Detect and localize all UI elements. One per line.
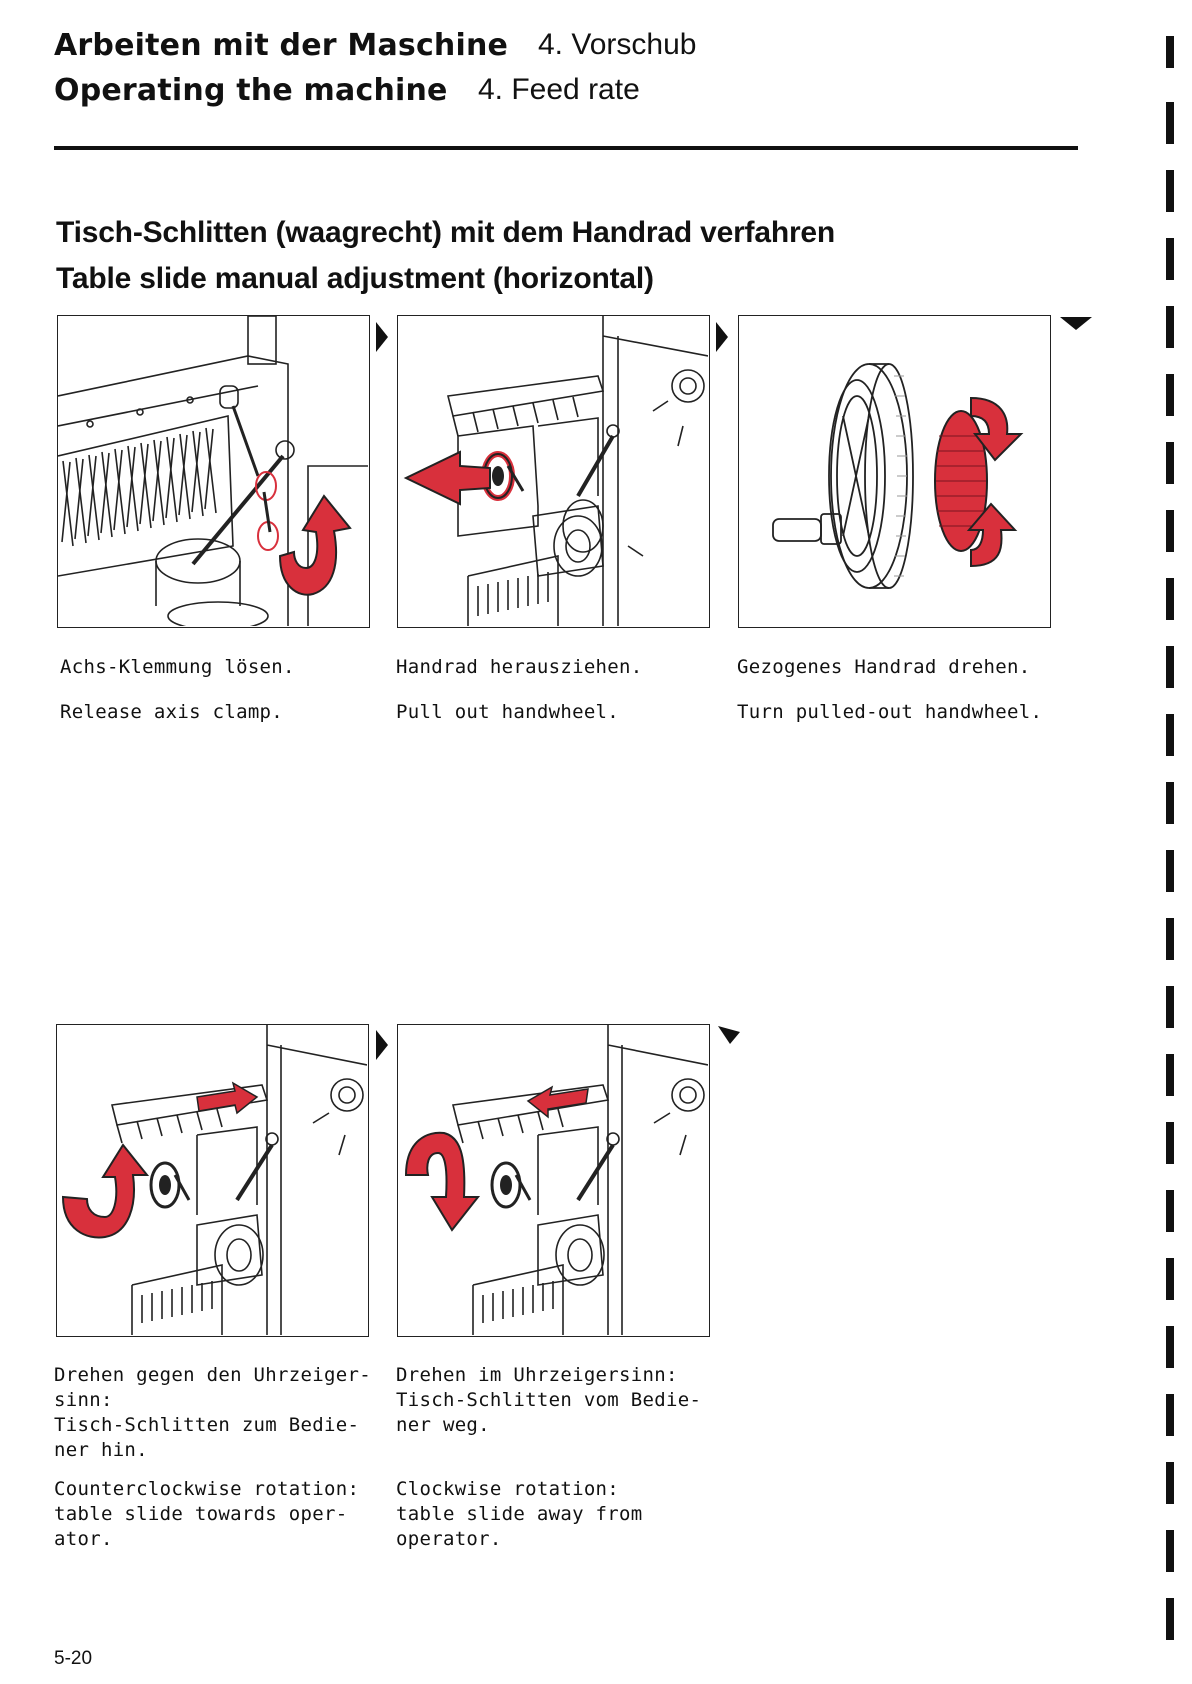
step5-caption-en: Clockwise rotation: table slide away fro… [396, 1478, 643, 1550]
margin-tick [1166, 918, 1174, 960]
step3-caption-de: Gezogenes Handrad drehen. [737, 656, 1031, 678]
illustration-clockwise [397, 1024, 710, 1337]
corner-arrow-icon [718, 1026, 740, 1044]
margin-tick [1166, 1394, 1174, 1436]
step4-caption-de: Drehen gegen den Uhrzeiger- sinn: Tisch-… [54, 1364, 371, 1461]
illustration-turn-handwheel [738, 315, 1051, 628]
margin-tick [1166, 714, 1174, 756]
margin-tick [1166, 1530, 1174, 1572]
margin-tick [1166, 578, 1174, 620]
next-arrow-icon [376, 1030, 388, 1060]
margin-tick [1166, 36, 1174, 68]
margin-tick [1166, 1462, 1174, 1504]
margin-tick [1166, 1326, 1174, 1368]
illustration-counterclockwise [56, 1024, 369, 1337]
down-arrow-icon [1060, 317, 1092, 330]
step2-caption-en: Pull out handwheel. [396, 701, 620, 723]
step5-caption-de: Drehen im Uhrzeigersinn: Tisch-Schlitten… [396, 1364, 702, 1436]
header-rule [54, 146, 1078, 150]
margin-tick [1166, 1598, 1174, 1640]
step2-caption-de: Handrad herausziehen. [396, 656, 643, 678]
illustration-release-clamp [57, 315, 370, 628]
margin-tick [1166, 850, 1174, 892]
page-number: 5-20 [54, 1648, 93, 1669]
margin-tick [1166, 646, 1174, 688]
margin-tick [1166, 238, 1174, 280]
margin-tick [1166, 782, 1174, 824]
margin-tick [1166, 510, 1174, 552]
illustration-pull-handwheel [397, 315, 710, 628]
header-section-de: 4. Vorschub [538, 28, 697, 61]
margin-tick [1166, 1122, 1174, 1164]
margin-tick [1166, 102, 1174, 144]
margin-tick [1166, 986, 1174, 1028]
heading-de: Tisch-Schlitten (waagrecht) mit dem Hand… [56, 216, 836, 249]
step3-caption-en: Turn pulled-out handwheel. [737, 701, 1043, 723]
step4-caption-en: Counterclockwise rotation: table slide t… [54, 1478, 360, 1550]
header-title-en: Operating the machine [54, 73, 448, 108]
header-title-de: Arbeiten mit der Maschine [54, 28, 509, 63]
heading-en: Table slide manual adjustment (horizonta… [56, 262, 654, 295]
step1-caption-en: Release axis clamp. [60, 701, 284, 723]
next-arrow-icon [716, 322, 728, 352]
next-arrow-icon [376, 322, 388, 352]
margin-tick [1166, 1258, 1174, 1300]
margin-tick [1166, 170, 1174, 212]
margin-tick [1166, 1190, 1174, 1232]
margin-tick [1166, 374, 1174, 416]
margin-tick [1166, 306, 1174, 348]
step1-caption-de: Achs-Klemmung lösen. [60, 656, 295, 678]
margin-tick [1166, 1054, 1174, 1096]
margin-tick [1166, 442, 1174, 484]
header-section-en: 4. Feed rate [478, 73, 640, 106]
